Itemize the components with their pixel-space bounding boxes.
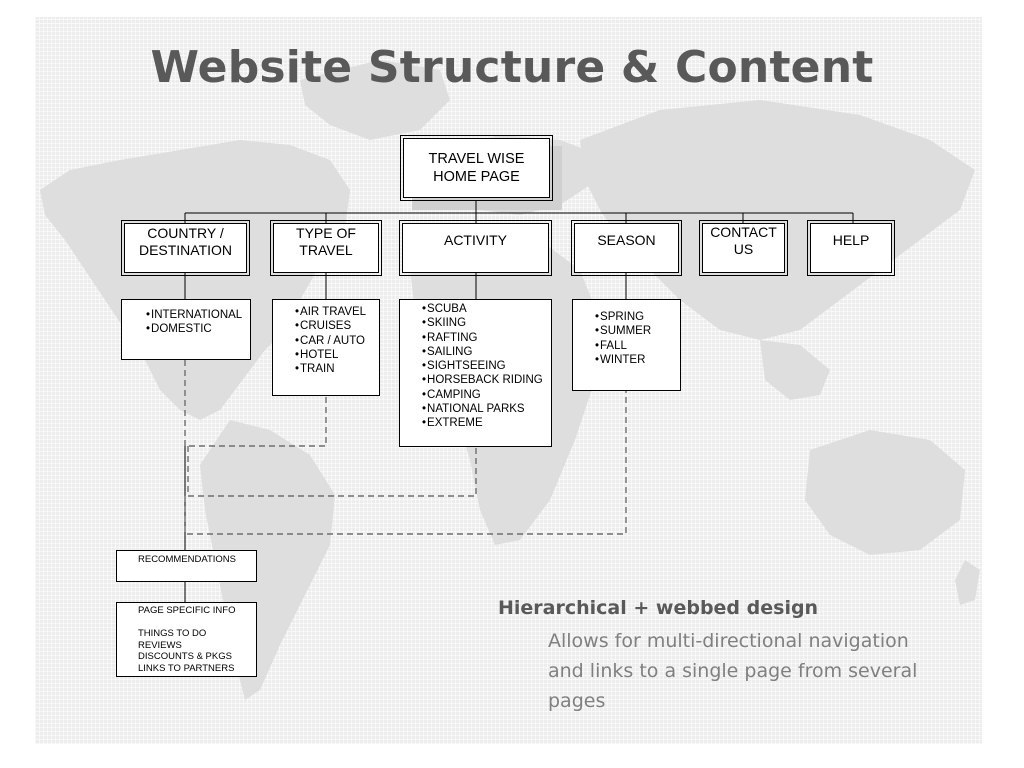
- slide-title: Website Structure & Content: [150, 42, 874, 93]
- list-item: WINTER: [595, 353, 680, 367]
- note-body: Allows for multi-directional navigation …: [548, 630, 918, 712]
- activity-list: SCUBA SKIING RAFTING SAILING SIGHTSEEING…: [422, 302, 551, 431]
- map-greenland: [300, 60, 450, 140]
- recommendations-box: RECOMMENDATIONS: [116, 550, 257, 582]
- category-label-season: SEASON: [597, 232, 656, 248]
- list-item: SPRING: [595, 310, 680, 324]
- connector-lines: [184, 200, 854, 602]
- country-list: INTERNATIONAL DOMESTIC: [146, 308, 250, 337]
- note-heading: Hierarchical + webbed design: [498, 597, 819, 619]
- category-label-contact-us: CONTACT US: [710, 224, 777, 257]
- page-specific-info-text: PAGE SPECIFIC INFO THINGS TO DO REVIEWS …: [138, 605, 236, 674]
- season-list: SPRING SUMMER FALL WINTER: [595, 310, 680, 367]
- category-box-contact-us: CONTACT US: [699, 220, 788, 276]
- recommendations-label: RECOMMENDATIONS: [138, 554, 236, 565]
- map-new-zealand: [955, 560, 980, 605]
- category-box-activity: ACTIVITY: [399, 220, 552, 276]
- list-item: CAMPING: [422, 388, 551, 402]
- list-item: CRUISES: [295, 319, 379, 333]
- list-item: DOMESTIC: [146, 322, 250, 336]
- list-item: SAILING: [422, 345, 551, 359]
- list-item: CAR / AUTO: [295, 334, 379, 348]
- category-label-activity: ACTIVITY: [443, 232, 507, 248]
- home-page-label: TRAVEL WISE HOME PAGE: [428, 151, 525, 185]
- page-specific-info-box: PAGE SPECIFIC INFO THINGS TO DO REVIEWS …: [116, 602, 257, 677]
- list-box-season: SPRING SUMMER FALL WINTER: [572, 299, 681, 391]
- category-label-help: HELP: [832, 232, 870, 248]
- category-box-type-of-travel: TYPE OF TRAVEL: [270, 220, 382, 276]
- list-item: HOTEL: [295, 348, 379, 362]
- list-item: SUMMER: [595, 324, 680, 338]
- map-asia: [580, 100, 975, 340]
- type-of-travel-list: AIR TRAVEL CRUISES CAR / AUTO HOTEL TRAI…: [295, 305, 379, 376]
- map-north-america: [40, 140, 350, 420]
- map-australia: [805, 430, 965, 555]
- list-item: FALL: [595, 339, 680, 353]
- list-item: RAFTING: [422, 331, 551, 345]
- list-item: SKIING: [422, 316, 551, 330]
- list-item: INTERNATIONAL: [146, 308, 250, 322]
- category-box-country: COUNTRY / DESTINATION: [121, 220, 250, 276]
- list-box-country: INTERNATIONAL DOMESTIC: [121, 299, 251, 360]
- category-box-season: SEASON: [571, 220, 682, 276]
- list-item: HORSEBACK RIDING: [422, 373, 551, 387]
- category-label-type-of-travel: TYPE OF TRAVEL: [296, 225, 356, 258]
- list-item: AIR TRAVEL: [295, 305, 379, 319]
- list-box-type-of-travel: AIR TRAVEL CRUISES CAR / AUTO HOTEL TRAI…: [272, 299, 380, 396]
- list-item: EXTREME: [422, 416, 551, 430]
- list-item: NATIONAL PARKS: [422, 402, 551, 416]
- webbed-links: [184, 360, 627, 535]
- category-label-country: COUNTRY / DESTINATION: [138, 225, 233, 258]
- map-southeast-asia: [760, 340, 830, 400]
- list-item: SCUBA: [422, 302, 551, 316]
- list-item: SIGHTSEEING: [422, 359, 551, 373]
- list-box-activity: SCUBA SKIING RAFTING SAILING SIGHTSEEING…: [399, 299, 552, 447]
- home-page-box: TRAVEL WISE HOME PAGE: [400, 135, 553, 201]
- list-item: TRAIN: [295, 362, 379, 376]
- category-box-help: HELP: [807, 220, 895, 276]
